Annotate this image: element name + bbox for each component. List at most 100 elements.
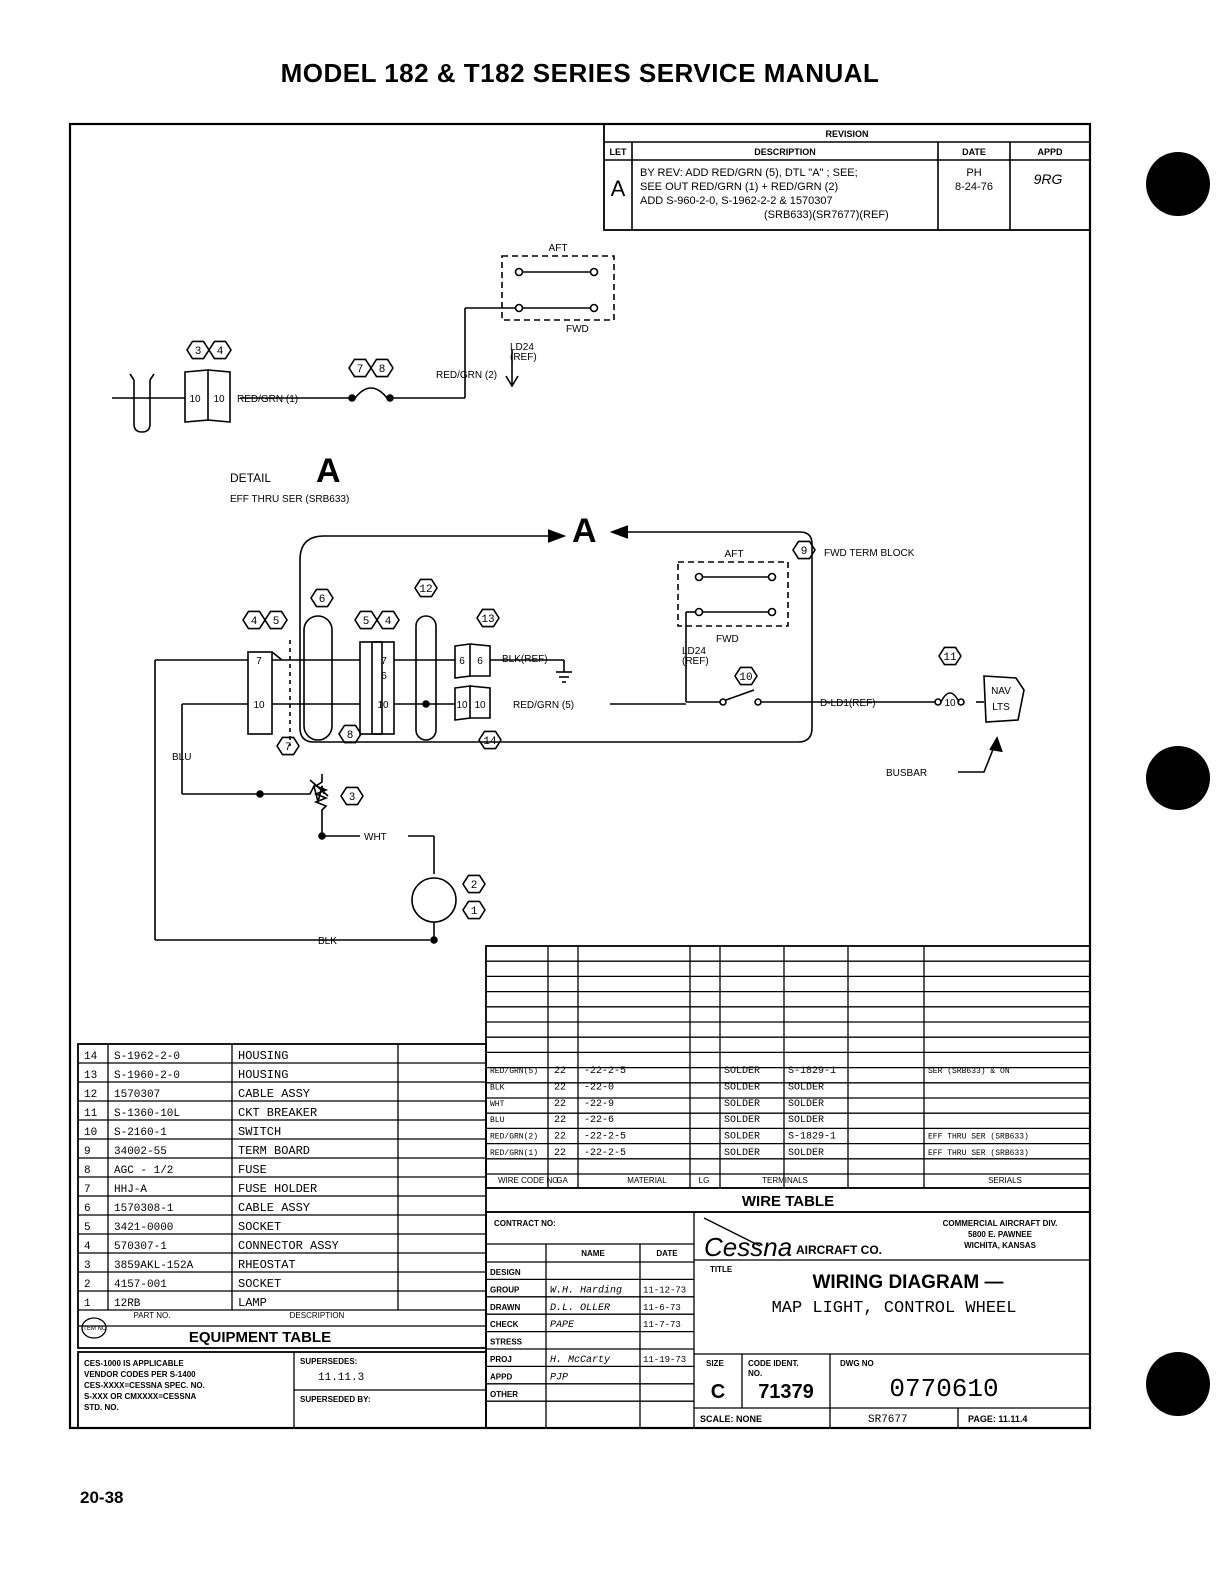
wire-col-material: MATERIAL — [627, 1176, 667, 1185]
supersedes-block: CES-1000 IS APPLICABLE VENDOR CODES PER … — [77, 1351, 487, 1429]
equipment-cell-desc: HOUSING — [238, 1068, 288, 1082]
callout-number: 4 — [217, 346, 224, 358]
ces-note-line1: CES-1000 IS APPLICABLE — [84, 1359, 184, 1368]
callout-number: 1 — [471, 906, 478, 918]
wire-cell-material: -22-2-5 — [584, 1066, 626, 1077]
revision-col-appd: APPD — [1037, 147, 1063, 157]
callout-hex-shape — [354, 610, 378, 630]
wire-cell-term2: SOLDER — [788, 1148, 824, 1159]
signoff-date: 11-12-73 — [643, 1285, 686, 1295]
callout-hex-shape — [340, 786, 364, 806]
equipment-cell-no: 3 — [84, 1260, 91, 1272]
equipment-cell-part: 3859AKL-152A — [114, 1260, 194, 1272]
division-line2: 5800 E. PAWNEE — [968, 1230, 1033, 1239]
callout-number: 5 — [273, 616, 280, 628]
equipment-col-item-no: ITEM NO — [82, 1326, 107, 1332]
equipment-cell-part: 34002-55 — [114, 1146, 167, 1158]
equipment-cell-no: 1 — [84, 1298, 91, 1310]
callout-number: 7 — [285, 742, 292, 754]
nav-label: NAV — [991, 686, 1011, 697]
pin-6: 6 — [459, 656, 465, 667]
callout-number: 7 — [357, 364, 364, 376]
detail-red-grn-1-label: RED/GRN (1) — [237, 394, 298, 405]
wire-cell-code: WHT — [490, 1100, 505, 1109]
callout-hex: 10 — [734, 666, 758, 686]
wire-col-lg: LG — [699, 1176, 710, 1185]
wire-cell-term1: SOLDER — [724, 1066, 760, 1077]
pin-10: 10 — [474, 700, 486, 711]
callout-hex-shape — [310, 588, 334, 608]
callout-hex: 2 — [462, 874, 486, 894]
equipment-cell-desc: CABLE ASSY — [238, 1087, 310, 1101]
equipment-cell-desc: FUSE — [238, 1163, 267, 1177]
name-column-header: NAME — [581, 1249, 605, 1258]
wire-cell-term2: SOLDER — [788, 1082, 824, 1093]
callout-number: 9 — [801, 546, 808, 558]
callout-hex-shape — [938, 646, 962, 666]
wht-wire-label: WHT — [364, 832, 387, 843]
revision-date-initials: PH — [966, 167, 981, 179]
pin-7: 7 — [256, 656, 262, 667]
wire-table: WIRE CODE NO GA MATERIAL LG TERMINALS SE… — [485, 945, 1091, 1213]
signoff-name: H. McCarty — [550, 1355, 611, 1366]
wire-cell-serials: SER (SRB633) & ON — [928, 1067, 1010, 1076]
callout-hex: 7 — [276, 736, 300, 756]
callout-hex: 8 — [338, 724, 362, 744]
wire-cell-code: BLU — [490, 1116, 505, 1125]
equipment-cell-desc: SOCKET — [238, 1220, 281, 1234]
title-label: TITLE — [710, 1265, 733, 1274]
callout-number: 12 — [419, 584, 432, 596]
callout-hex-shape — [264, 610, 288, 630]
callout-number: 14 — [483, 736, 497, 748]
callout-hex: 11 — [938, 646, 962, 666]
punch-hole-icon — [1146, 1352, 1210, 1416]
signoff-date: 11-7-73 — [643, 1320, 681, 1330]
callout-number: 4 — [385, 616, 392, 628]
code-ident-value: 71379 — [758, 1381, 814, 1403]
lts-label: LTS — [992, 702, 1010, 713]
revision-title: REVISION — [825, 129, 868, 139]
ces-note-line3: CES-XXXX=CESSNA SPEC. NO. — [84, 1381, 205, 1390]
equipment-cell-desc: FUSE HOLDER — [238, 1182, 317, 1196]
callout-number: 11 — [943, 652, 957, 664]
pin-10: 10 — [944, 698, 956, 709]
scale-label: SCALE: NONE — [700, 1414, 762, 1424]
callout-number: 8 — [347, 730, 354, 742]
callout-hex-shape — [370, 358, 394, 378]
equipment-cell-no: 10 — [84, 1127, 97, 1139]
supersedes-value: 11.11.3 — [318, 1372, 364, 1384]
equipment-cell-desc: LAMP — [238, 1296, 267, 1310]
wire-cell-ga: 22 — [554, 1082, 566, 1093]
equipment-cell-part: S-2160-1 — [114, 1127, 167, 1139]
detail-ref-label: (REF) — [510, 352, 537, 363]
equipment-col-description: DESCRIPTION — [290, 1311, 345, 1320]
wire-cell-code: RED/GRN(2) — [490, 1133, 538, 1142]
drawing-number: 0770610 — [889, 1374, 998, 1404]
equipment-cell-part: HHJ-A — [114, 1184, 147, 1196]
division-line3: WICHITA, KANSAS — [964, 1241, 1037, 1250]
cessna-logo: Cessna — [704, 1232, 792, 1262]
wire-table-title: WIRE TABLE — [742, 1193, 834, 1210]
revision-desc-line2: SEE OUT RED/GRN (1) + RED/GRN (2) — [640, 181, 838, 193]
signoff-name: PAPE — [550, 1320, 575, 1331]
blu-wire-label: BLU — [172, 752, 191, 763]
main-ld24-label: LD24 — [682, 646, 706, 657]
callout-hex: 14 — [478, 730, 502, 750]
wire-cell-ga: 22 — [554, 1099, 566, 1110]
size-label: SIZE — [706, 1359, 724, 1368]
signoff-role: DRAWN — [490, 1303, 520, 1312]
wire-cell-term2: S-1829-1 — [788, 1132, 836, 1143]
sr-number: SR7677 — [868, 1414, 908, 1426]
signoff-name: PJP — [550, 1372, 568, 1383]
ces-note-line5: STD. NO. — [84, 1403, 119, 1412]
wire-cell-term2: SOLDER — [788, 1115, 824, 1126]
equipment-cell-part: 1570307 — [114, 1089, 160, 1101]
page-reference: PAGE: 11.11.4 — [968, 1414, 1027, 1424]
equipment-col-part: PART NO. — [134, 1311, 171, 1320]
callout-hex: 4 — [376, 610, 400, 630]
revision-letter: A — [611, 176, 626, 201]
equipment-cell-no: 4 — [84, 1241, 91, 1253]
callout-hex: 4 — [242, 610, 266, 630]
wire-col-ga: GA — [556, 1176, 568, 1185]
signoff-role: CHECK — [490, 1320, 519, 1329]
